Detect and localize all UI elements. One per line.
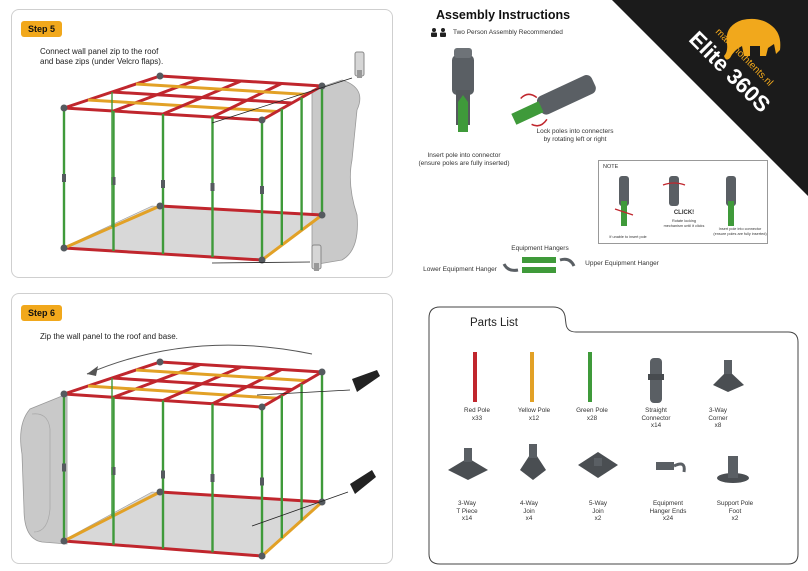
equipment-hangers-caption: Equipment Hangers <box>511 245 569 252</box>
three-way-corner-icon <box>713 360 744 392</box>
equipment-hanger-icon <box>502 257 576 273</box>
step-6-panel: Step 6 Zip the wall panel to the roof an… <box>11 293 393 564</box>
two-person-note: Two Person Assembly Recommended <box>430 28 563 37</box>
lock-connector-icon <box>511 75 596 127</box>
equipment-hanger-end-icon <box>656 462 686 473</box>
step-6-badge: Step 6 <box>21 305 63 321</box>
step-5-badge: Step 5 <box>21 21 63 37</box>
step-5-frame-illustration <box>60 51 365 271</box>
support-pole-foot-icon <box>717 456 749 483</box>
upper-hanger-caption: Upper Equipment Hanger <box>585 260 659 267</box>
zipper-icon <box>251 470 376 527</box>
four-way-join-icon <box>520 444 546 480</box>
note-caption-3: Insert pole into connector (ensure poles… <box>713 227 767 236</box>
model-name: Elite 360S <box>684 26 776 118</box>
zipper-icon <box>211 244 322 271</box>
lock-caption: Lock poles into connecters by rotating l… <box>536 128 614 143</box>
connector-illustrations <box>452 48 596 132</box>
zipper-icon <box>256 370 380 396</box>
straight-connector-icon <box>648 358 664 403</box>
insert-caption: Insert pole into connector (ensure poles… <box>418 152 510 167</box>
frame-grid <box>60 72 326 264</box>
parts-list-title: Parts List <box>470 317 518 329</box>
two-person-icon <box>431 28 446 37</box>
five-way-join-icon <box>578 452 618 478</box>
note-label: NOTE <box>603 164 619 170</box>
zipper-icon <box>211 51 365 124</box>
green-pole-icon <box>588 352 592 402</box>
note-caption-1: If unable to insert pole <box>609 235 647 239</box>
two-person-text: Two Person Assembly Recommended <box>453 29 563 36</box>
frame-grid <box>60 358 326 560</box>
banner-text: mammothtents.nl Elite 360S <box>612 0 808 196</box>
assembly-title: Assembly Instructions <box>436 8 571 22</box>
step-6-frame-illustration <box>20 344 380 560</box>
lower-hanger-caption: Lower Equipment Hanger <box>423 266 497 273</box>
three-way-t-piece-icon <box>448 448 488 480</box>
step-6-text: Zip the wall panel to the roof and base. <box>40 332 178 341</box>
parts-list-box <box>428 306 799 565</box>
yellow-pole-icon <box>530 352 534 402</box>
red-pole-icon <box>473 352 477 402</box>
step-5-panel: Step 5 Connect wall panel zip to the roo… <box>11 9 393 278</box>
click-label: CLICK! <box>673 210 695 216</box>
note-caption-2: Rotate locking mechanism until it clicks <box>663 219 705 228</box>
parts-icons <box>448 352 749 483</box>
step-5-text: Connect wall panel zip to the roof and b… <box>40 47 164 66</box>
insert-connector-icon <box>452 48 474 132</box>
